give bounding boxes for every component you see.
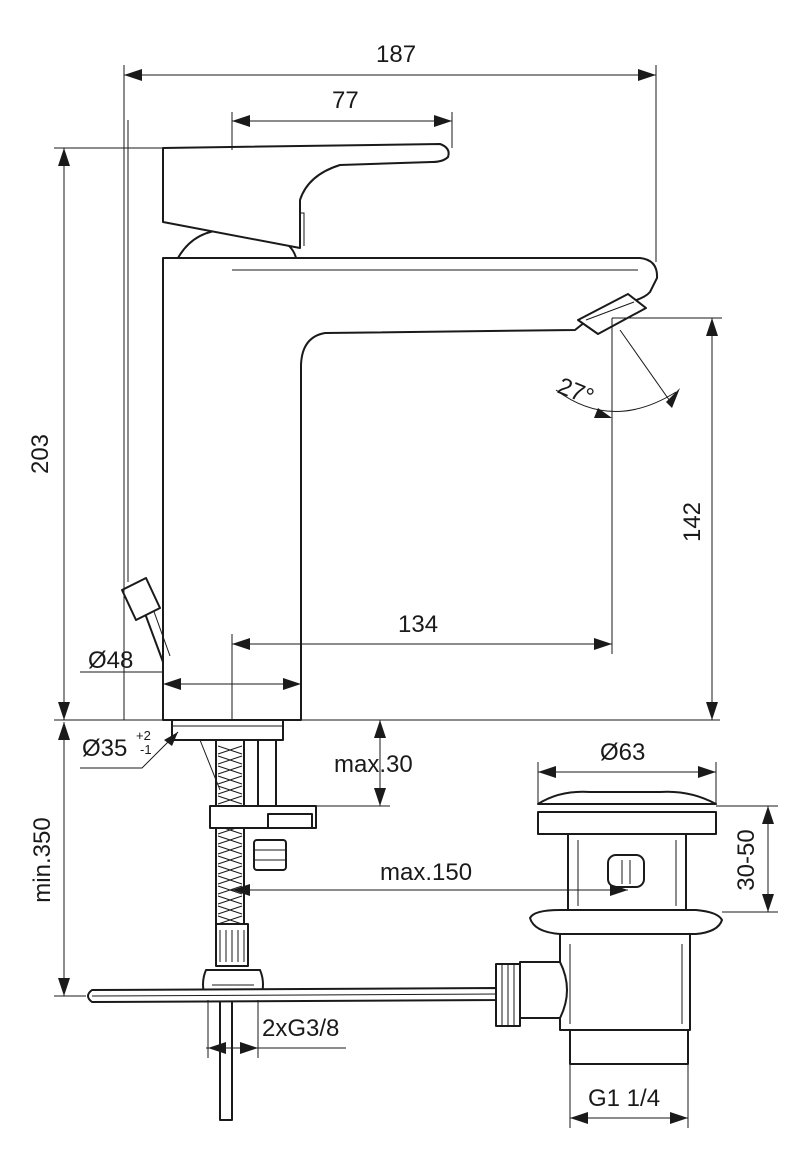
dim-overall-width: 187 — [123, 41, 657, 720]
dim-spout-height-label: 142 — [679, 502, 706, 542]
dim-body-diameter: Ø48 — [80, 647, 301, 690]
dim-hole-tol-minus: -1 — [140, 742, 152, 757]
dim-plug-height: 30-50 — [716, 805, 778, 913]
dim-min-hose-length: min.350 — [29, 722, 86, 997]
dim-hole-diameter: Ø35 +2 -1 — [80, 728, 179, 769]
dim-spout-reach: 134 — [231, 318, 613, 720]
faucet-body — [162, 143, 659, 741]
under-deck-assembly — [199, 739, 317, 1121]
dim-total-height: 203 — [27, 147, 168, 720]
dim-waste-diameter: Ø63 — [537, 739, 717, 804]
horizontal-lift-rod — [87, 987, 499, 1003]
dim-hole-diameter-label: Ø35 — [82, 735, 127, 762]
dim-inlet-connections-label: 2xG3/8 — [262, 1015, 339, 1042]
dim-waste-diameter-label: Ø63 — [600, 739, 645, 766]
dim-max-deck-thickness: max.30 — [316, 720, 413, 807]
dim-total-height-label: 203 — [27, 434, 54, 474]
dim-spout-reach-label: 134 — [398, 611, 438, 638]
dim-spout-height: 142 — [612, 317, 722, 720]
dim-max-rod-distance: max.150 — [232, 859, 628, 896]
dim-inlet-connections: 2xG3/8 — [206, 1000, 346, 1058]
dim-spout-angle-label: 27° — [554, 373, 598, 412]
dim-lever-length: 77 — [231, 87, 453, 150]
dim-plug-height-label: 30-50 — [733, 829, 760, 890]
dim-max-rod-distance-label: max.150 — [380, 859, 472, 886]
dim-waste-thread: G1 1/4 — [569, 1064, 689, 1128]
dim-hole-tol-plus: +2 — [136, 728, 151, 743]
dim-waste-thread-label: G1 1/4 — [588, 1085, 660, 1112]
dim-body-diameter-label: Ø48 — [88, 647, 133, 674]
dim-overall-width-label: 187 — [376, 41, 416, 68]
dim-spout-angle: 27° — [554, 329, 680, 418]
popup-rod — [121, 120, 171, 663]
dim-lever-length-label: 77 — [332, 87, 359, 114]
waste-fitting — [495, 790, 723, 1065]
dim-max-deck-thickness-label: max.30 — [334, 751, 413, 778]
dim-min-hose-length-label: min.350 — [29, 817, 56, 902]
